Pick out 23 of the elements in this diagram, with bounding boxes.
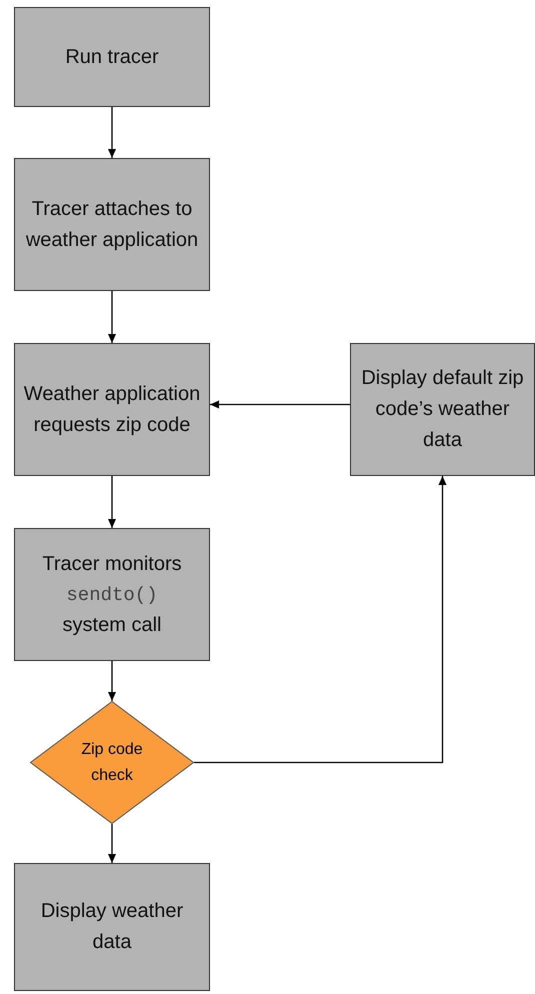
process-box (14, 7, 210, 107)
process-box (14, 863, 210, 991)
process-box (14, 343, 210, 476)
arrow (108, 476, 116, 528)
node-label: Display weather data (40, 899, 184, 955)
node-label: system call (62, 612, 162, 638)
process-box (14, 158, 210, 291)
arrow (194, 476, 446, 764)
arrow (108, 661, 116, 701)
process-box (350, 343, 535, 476)
arrow (108, 824, 116, 863)
node-label: Run tracer (64, 44, 160, 70)
process-box (14, 528, 210, 661)
node-label: Tracer monitors (41, 552, 183, 576)
node-label: Tracer attaches to weather application (24, 196, 200, 252)
code-text: sendto() (65, 582, 159, 608)
arrow (108, 107, 116, 158)
arrow (210, 400, 350, 408)
node-label: Weather application requests zip code (22, 382, 202, 438)
node-label: Display default zip code’s weather data (360, 366, 525, 453)
decision-diamond (30, 701, 194, 824)
node-label: Zip code check (80, 740, 144, 786)
arrow (108, 291, 116, 343)
